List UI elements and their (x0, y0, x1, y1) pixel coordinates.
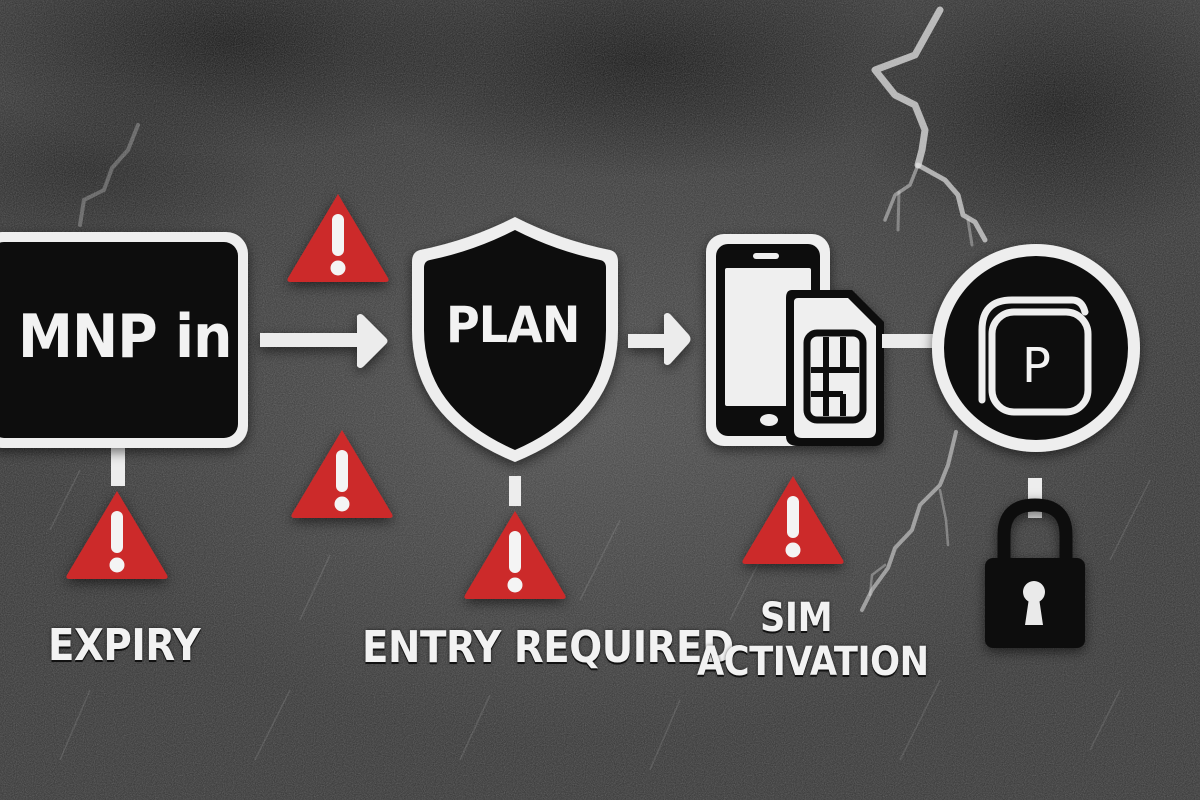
warning-icon-floating-bottom (291, 430, 393, 518)
lightning-left (78, 123, 140, 227)
warning-icon-floating-top (287, 194, 389, 282)
connector-badge-lock (1028, 478, 1042, 518)
issue-label-expiry: EXPIRY (48, 620, 201, 671)
warning-icon-entry-required (464, 511, 566, 599)
node-plan-shield (412, 217, 618, 462)
node-mnp-in (0, 232, 248, 448)
connector-plan-entry (509, 476, 521, 506)
node-p-badge (932, 244, 1140, 452)
issue-label-sim: SIM (760, 595, 833, 641)
node-phone-sim (706, 234, 884, 446)
sim-card-icon (786, 290, 884, 446)
arrow-mnp-to-plan (260, 314, 388, 368)
node-label-mnp-in: MNP in (18, 302, 232, 372)
warning-icon-sim-activation (742, 476, 844, 564)
node-label-plan: PLAN (446, 296, 580, 354)
lightning-lower (860, 430, 958, 612)
node-label-p: P (1022, 338, 1051, 394)
arrow-plan-to-sim (628, 313, 691, 365)
connector-mnp-expiry (111, 446, 125, 486)
issue-label-activation: ACTIVATION (697, 639, 929, 685)
lock-icon (985, 498, 1085, 648)
connector-sim-to-badge (882, 334, 942, 348)
issue-label-entry-required: ENTRY REQUIRED (362, 622, 734, 673)
warning-icon-expiry (66, 491, 168, 579)
lightning-main (871, 6, 988, 247)
